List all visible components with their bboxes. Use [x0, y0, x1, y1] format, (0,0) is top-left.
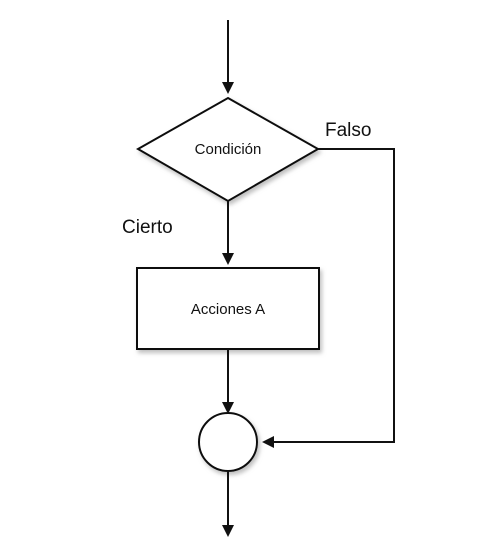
action-label: Acciones A [191, 301, 265, 318]
decision-label: Condición [195, 141, 262, 158]
merge-connector [198, 412, 258, 472]
true-branch-label: Cierto [122, 217, 173, 238]
false-branch-label: Falso [325, 120, 371, 141]
false-branch-route [262, 148, 395, 448]
action-box [136, 267, 320, 350]
